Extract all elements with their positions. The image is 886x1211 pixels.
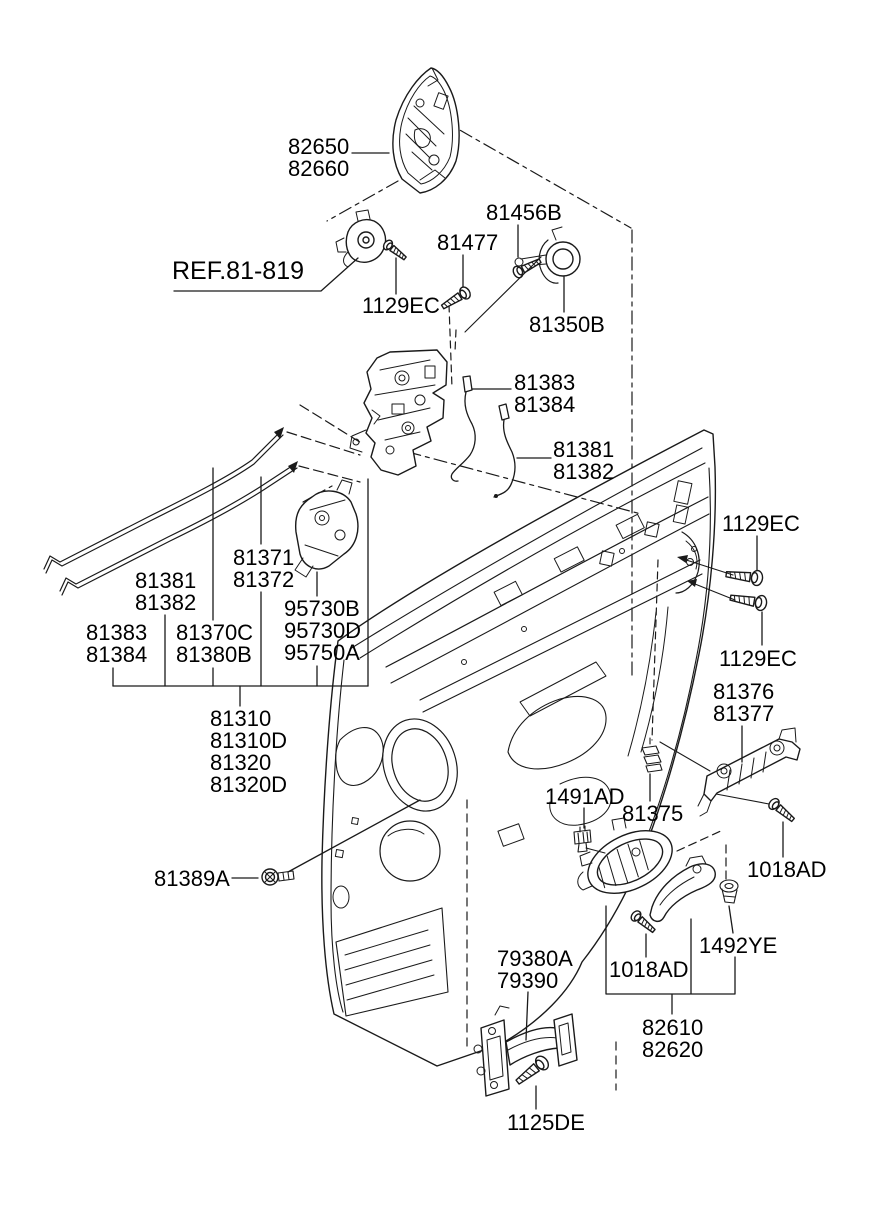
part-number-text[interactable]: 81320D bbox=[210, 772, 288, 797]
part-callout-1018ad-right[interactable]: 1018AD bbox=[747, 859, 827, 881]
grommet-81375-art[interactable] bbox=[642, 738, 662, 772]
part-number-text[interactable]: 81350B bbox=[529, 312, 605, 337]
clip-1492ye-art[interactable] bbox=[720, 880, 738, 903]
part-number-text[interactable]: 79390 bbox=[497, 968, 559, 993]
part-number-text[interactable]: 1018AD bbox=[747, 857, 827, 882]
part-number-text[interactable]: 81376 bbox=[713, 679, 775, 704]
part-callout-1125de[interactable]: 1125DE bbox=[507, 1112, 585, 1134]
part-callout-81477[interactable]: 81477 bbox=[437, 232, 498, 254]
screw-81477-icon[interactable] bbox=[438, 284, 473, 313]
part-callout-1129ec-right-lower[interactable]: 1129EC bbox=[719, 648, 797, 670]
part-number-text[interactable]: 81375 bbox=[622, 801, 684, 826]
part-number-text[interactable]: 81377 bbox=[713, 701, 775, 726]
part-number-text[interactable]: 81456B bbox=[486, 200, 562, 225]
part-number-text[interactable]: 81383 bbox=[86, 620, 148, 645]
part-callout-81350b[interactable]: 81350B bbox=[529, 314, 605, 336]
part-number-text[interactable]: 81382 bbox=[553, 459, 615, 484]
lock-actuator-art[interactable] bbox=[295, 480, 358, 577]
part-callout-1129ec-top[interactable]: 1129EC bbox=[362, 295, 440, 317]
inner-handle-bezel-art[interactable] bbox=[578, 818, 683, 906]
part-callout-1129ec-right-upper[interactable]: 1129EC bbox=[722, 513, 800, 535]
screw-1129ec-right-upper-icon[interactable] bbox=[724, 566, 765, 587]
door-pull-handle-art[interactable] bbox=[650, 856, 715, 921]
part-number-text[interactable]: 82620 bbox=[642, 1037, 704, 1062]
part-number-text[interactable]: 95750A bbox=[284, 640, 360, 665]
part-callout-81389a[interactable]: 81389A bbox=[154, 868, 230, 890]
door-latch-assembly-art[interactable] bbox=[350, 350, 447, 475]
part-number-text[interactable]: 1018AD bbox=[609, 957, 689, 982]
part-number-text[interactable]: 81381 bbox=[135, 568, 197, 593]
part-number-text[interactable]: 81371 bbox=[233, 545, 295, 570]
part-number-text[interactable]: 81370C bbox=[176, 620, 254, 645]
part-number-text[interactable]: 1492YE bbox=[699, 933, 778, 958]
part-number-text[interactable]: 81380B bbox=[176, 642, 252, 667]
latch-rods-art[interactable] bbox=[451, 376, 515, 498]
part-number-text[interactable]: 81320 bbox=[210, 750, 272, 775]
part-callout-ref-81-819[interactable]: REF.81-819 bbox=[172, 259, 304, 284]
door-check-pivot-art[interactable] bbox=[515, 227, 580, 283]
part-callout-1018ad-bottom[interactable]: 1018AD bbox=[609, 959, 689, 981]
part-number-text[interactable]: 81310D bbox=[210, 728, 288, 753]
part-number-text[interactable]: 81389A bbox=[154, 866, 230, 891]
part-number-text[interactable]: 82610 bbox=[642, 1015, 704, 1040]
part-number-text[interactable]: 81381 bbox=[553, 437, 615, 462]
door-check-strap-art[interactable] bbox=[474, 1006, 577, 1096]
part-number-text[interactable]: 82650 bbox=[288, 134, 350, 159]
door-panel-art[interactable] bbox=[322, 430, 716, 1066]
part-number-text[interactable]: 1491AD bbox=[545, 784, 625, 809]
part-number-text[interactable]: 1129EC bbox=[719, 646, 797, 671]
screw-1129ec-top-icon[interactable] bbox=[381, 238, 409, 263]
armrest-bracket-art[interactable] bbox=[698, 728, 800, 816]
part-number-text[interactable]: 81384 bbox=[514, 392, 576, 417]
part-number-text[interactable]: 81382 bbox=[135, 590, 197, 615]
part-number-text[interactable]: REF.81-819 bbox=[172, 257, 305, 285]
leader-lines bbox=[113, 153, 783, 1109]
part-number-text[interactable]: 79380A bbox=[497, 946, 573, 971]
part-number-text[interactable]: 81383 bbox=[514, 370, 576, 395]
screw-81389a-icon[interactable] bbox=[262, 869, 294, 885]
part-number-text[interactable]: 95730B bbox=[284, 596, 360, 621]
part-callout-81375[interactable]: 81375 bbox=[622, 803, 683, 825]
part-number-text[interactable]: 1129EC bbox=[722, 511, 800, 536]
part-number-text[interactable]: 81372 bbox=[233, 567, 295, 592]
screw-1018ad-right-icon[interactable] bbox=[766, 796, 798, 826]
part-number-text[interactable]: 81477 bbox=[437, 230, 499, 255]
part-number-text[interactable]: 81310 bbox=[210, 706, 272, 731]
part-number-text[interactable]: 1129EC bbox=[362, 293, 440, 318]
clip-1491ad-art[interactable] bbox=[574, 826, 591, 852]
door-lock-rods-art[interactable] bbox=[44, 427, 298, 595]
part-number-text[interactable]: 1125DE bbox=[507, 1110, 585, 1135]
ref-actuator-art[interactable] bbox=[336, 210, 386, 267]
part-callout-81456b[interactable]: 81456B bbox=[486, 202, 562, 224]
part-number-text[interactable]: 82660 bbox=[288, 156, 350, 181]
delta-cover-art[interactable] bbox=[393, 68, 459, 193]
part-number-text[interactable]: 81384 bbox=[86, 642, 148, 667]
screw-1129ec-right-lower-icon[interactable] bbox=[728, 589, 769, 613]
part-callout-1492ye[interactable]: 1492YE bbox=[699, 935, 777, 957]
part-number-text[interactable]: 95730D bbox=[284, 618, 362, 643]
part-callout-1491ad[interactable]: 1491AD bbox=[545, 786, 625, 808]
